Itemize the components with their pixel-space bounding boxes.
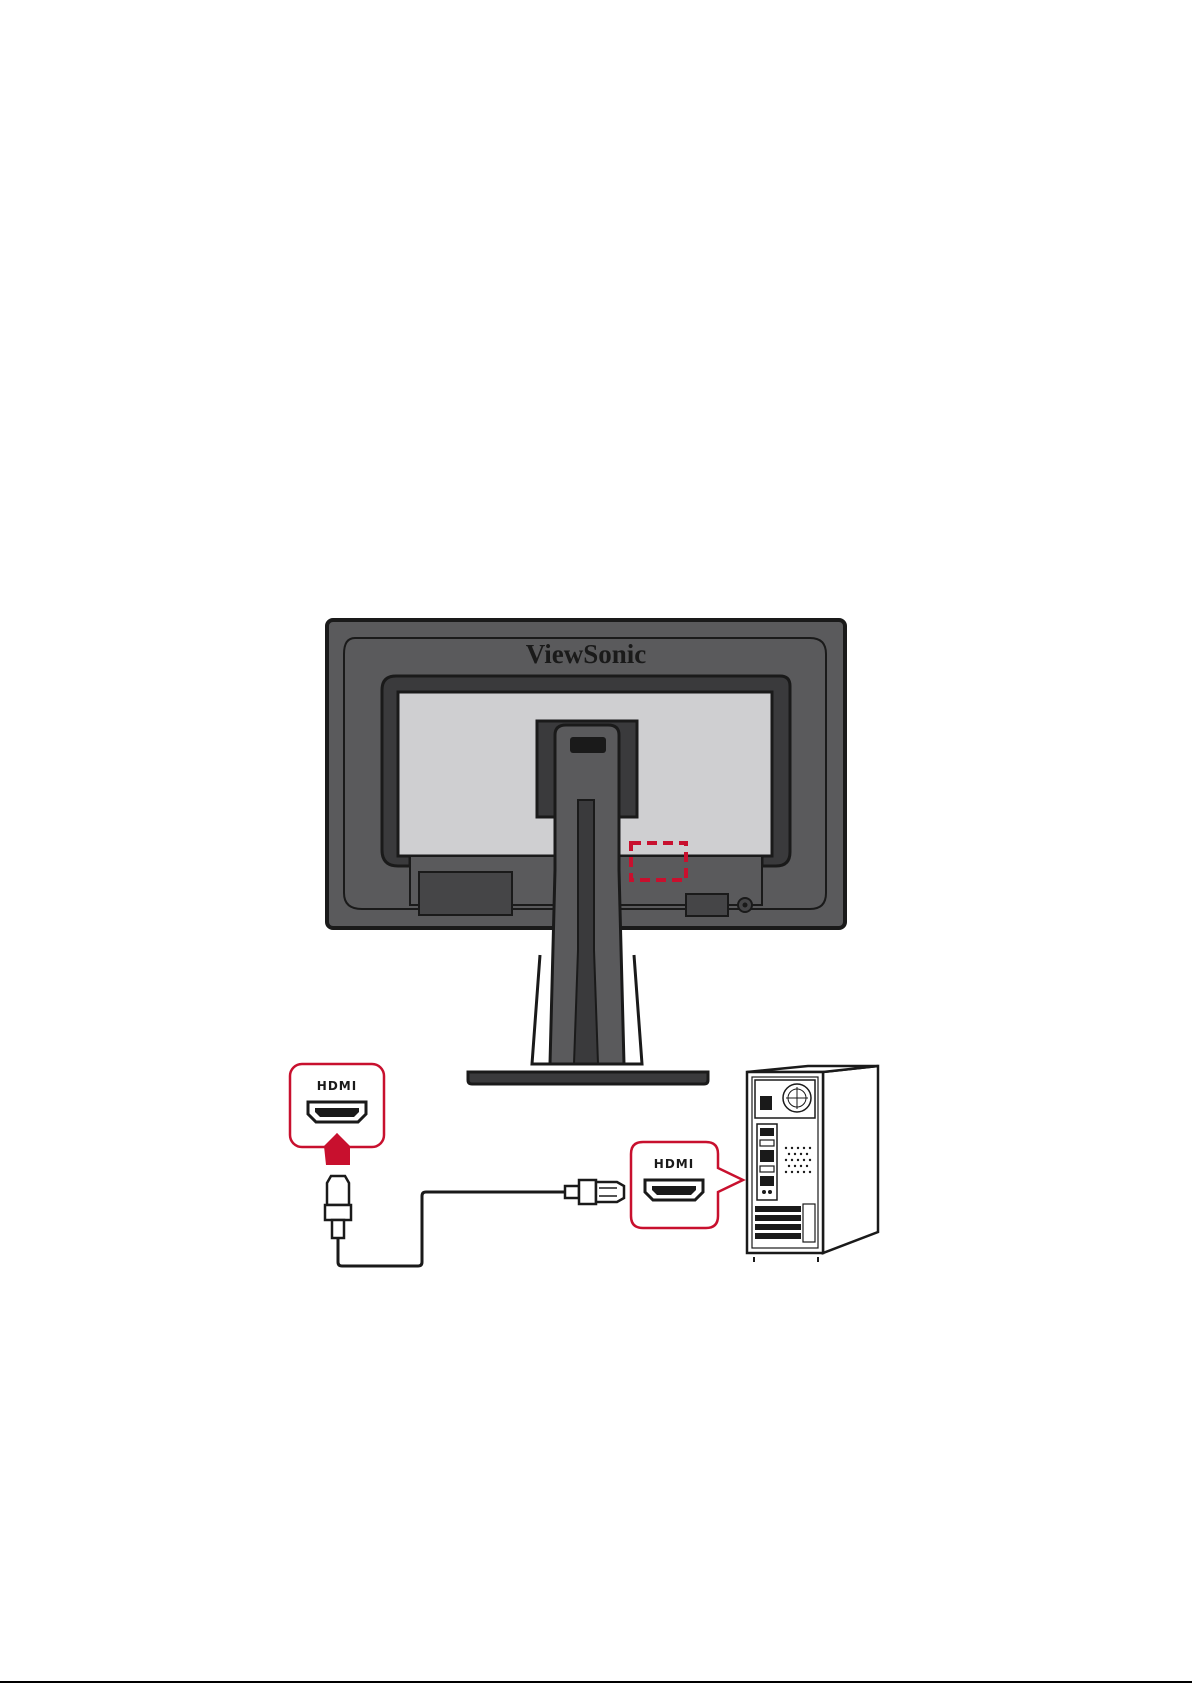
hdmi-port-icon xyxy=(308,1102,366,1122)
pc-hdmi-callout: HDMI xyxy=(631,1142,743,1228)
io-port-area xyxy=(686,894,728,916)
monitor-hdmi-label: HDMI xyxy=(317,1079,357,1093)
stand-handle xyxy=(570,737,606,753)
cable-wire xyxy=(338,1192,565,1266)
cable-plug-left-strain xyxy=(332,1220,344,1238)
hdmi-port-icon xyxy=(645,1180,703,1200)
stand-cable-channel xyxy=(574,800,598,1064)
cable-plug-right xyxy=(596,1182,624,1202)
stand-base xyxy=(468,1072,708,1084)
pc-hdmi-label: HDMI xyxy=(654,1157,694,1171)
cable-plug-right-strain xyxy=(565,1186,579,1198)
io-port-3 xyxy=(760,1150,774,1162)
power-port-area xyxy=(419,872,512,915)
cable-plug-left xyxy=(327,1176,349,1205)
tower-side xyxy=(823,1066,878,1253)
page-footer-rule xyxy=(0,1681,1192,1683)
power-socket xyxy=(760,1096,772,1110)
io-port-5 xyxy=(760,1176,774,1186)
brand-logo: ViewSonic xyxy=(526,639,647,669)
monitor-rear-view: ViewSonic xyxy=(327,620,845,1084)
cable-plug-left-body xyxy=(325,1205,351,1220)
lock-slot-hole xyxy=(743,903,748,908)
cable-plug-right-body xyxy=(579,1180,596,1204)
io-port-1 xyxy=(760,1128,774,1136)
desktop-tower-icon xyxy=(747,1066,878,1262)
hdmi-cable-icon xyxy=(325,1176,624,1266)
